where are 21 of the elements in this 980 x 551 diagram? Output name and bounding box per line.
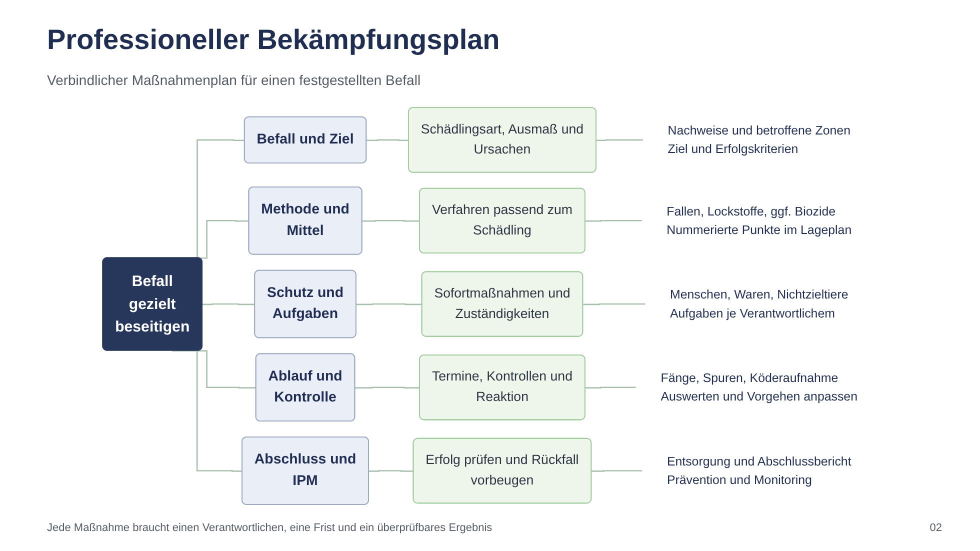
connector bbox=[592, 470, 642, 472]
connector bbox=[585, 220, 642, 222]
connector bbox=[369, 470, 414, 472]
node-text: Fallen, Lockstoffe, ggf. Biozide Nummerierte Punkte im Lageplan bbox=[666, 204, 852, 237]
connector bbox=[362, 220, 420, 222]
connector bbox=[202, 303, 256, 306]
connector bbox=[583, 303, 646, 306]
connector bbox=[585, 386, 636, 388]
node-text: Menschen, Waren, Nichtzieltiere Aufgaben je Verantwortlichem bbox=[670, 287, 848, 320]
title: Professioneller Bekämpfungsplan bbox=[47, 24, 500, 56]
page-number: 02 bbox=[930, 522, 942, 534]
connector bbox=[355, 386, 420, 388]
subtitle: Verbindlicher Maßnahmenplan für einen festgestellten Befall bbox=[47, 72, 421, 88]
footer-note: Jede Maßnahme braucht einen Verantwortlichen, eine Frist und ein überprüfbares Ergebnis bbox=[47, 522, 492, 534]
node-text: Nachweise und betroffene Zonen Ziel und Erfolgskriterien bbox=[668, 123, 850, 156]
node-text: Entsorgung und Abschlussbericht Prävention und Monitoring bbox=[666, 454, 852, 487]
connector bbox=[356, 303, 422, 306]
connector bbox=[366, 139, 409, 142]
connector bbox=[172, 350, 242, 472]
node-text: Fänge, Spuren, Köderaufnahme Auswerten und Vorgehen anpassen bbox=[660, 370, 858, 404]
connector bbox=[596, 139, 643, 142]
